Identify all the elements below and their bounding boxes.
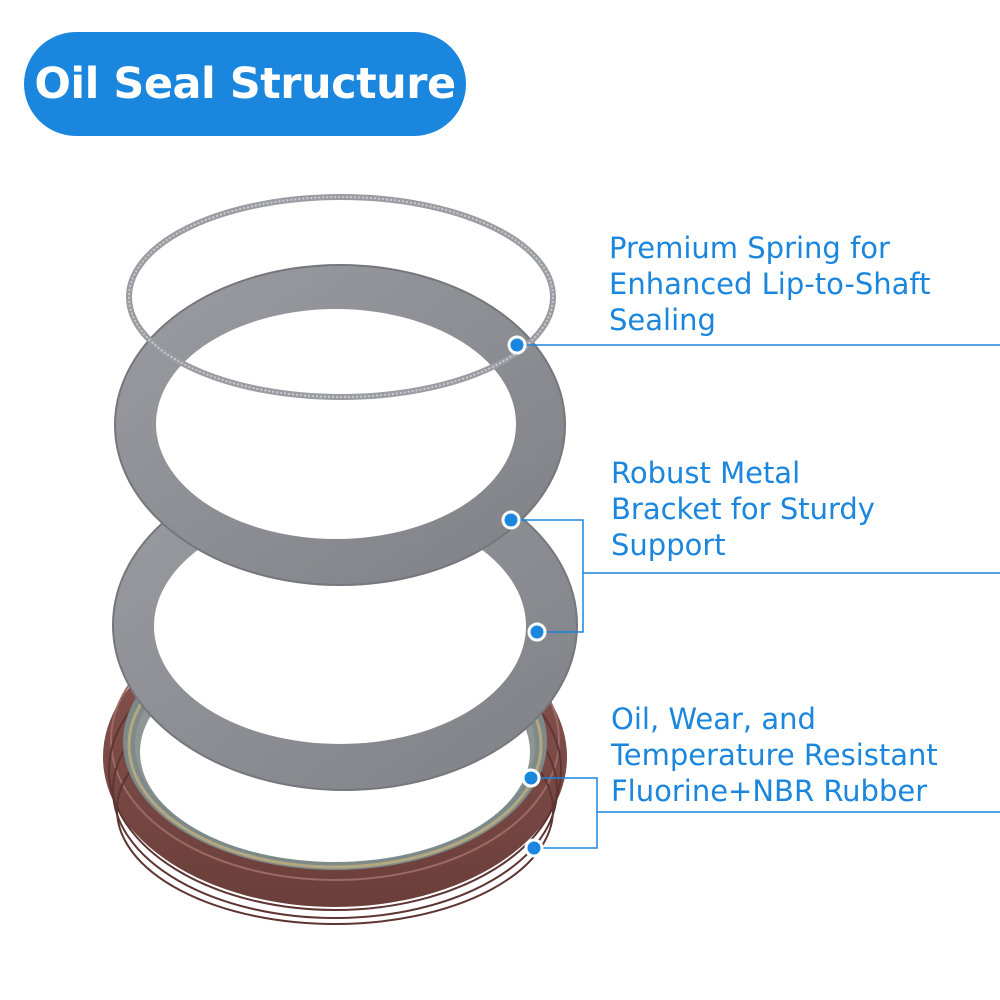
callout-spring: Premium Spring for Enhanced Lip-to-Shaft… xyxy=(609,230,930,338)
leader-line-rubber xyxy=(531,777,1000,849)
callout-bracket-line-1: Robust Metal xyxy=(611,456,801,490)
spring-part xyxy=(126,194,556,400)
callout-rubber: Oil, Wear, and Temperature Resistant Flu… xyxy=(611,701,938,809)
callout-rubber-line-1: Oil, Wear, and xyxy=(611,702,816,736)
callout-rubber-line-3: Fluorine+NBR Rubber xyxy=(611,774,928,808)
callout-bracket-line-2: Bracket for Sturdy xyxy=(611,492,875,526)
title-pill: Oil Seal Structure xyxy=(24,32,466,136)
callout-dots xyxy=(501,335,547,858)
callout-bracket: Robust Metal Bracket for Sturdy Support xyxy=(611,455,875,563)
callout-rubber-line-2: Temperature Resistant xyxy=(611,738,938,772)
page-title: Oil Seal Structure xyxy=(34,59,456,109)
callout-bracket-line-3: Support xyxy=(611,528,726,562)
dot-rubber-upper xyxy=(521,768,541,788)
dot-bracket-upper xyxy=(501,510,521,530)
dot-rubber-lower xyxy=(524,838,544,858)
leader-line-bracket xyxy=(511,519,1000,633)
callout-spring-line-3: Sealing xyxy=(609,303,716,337)
upper-bracket-part xyxy=(114,264,566,586)
callout-spring-line-1: Premium Spring for xyxy=(609,231,890,265)
leader-lines xyxy=(511,344,1000,849)
callout-spring-line-2: Enhanced Lip-to-Shaft xyxy=(609,267,931,301)
upper-bracket-hole xyxy=(156,309,516,539)
dot-bracket-lower xyxy=(527,622,547,642)
dot-spring xyxy=(507,335,527,355)
